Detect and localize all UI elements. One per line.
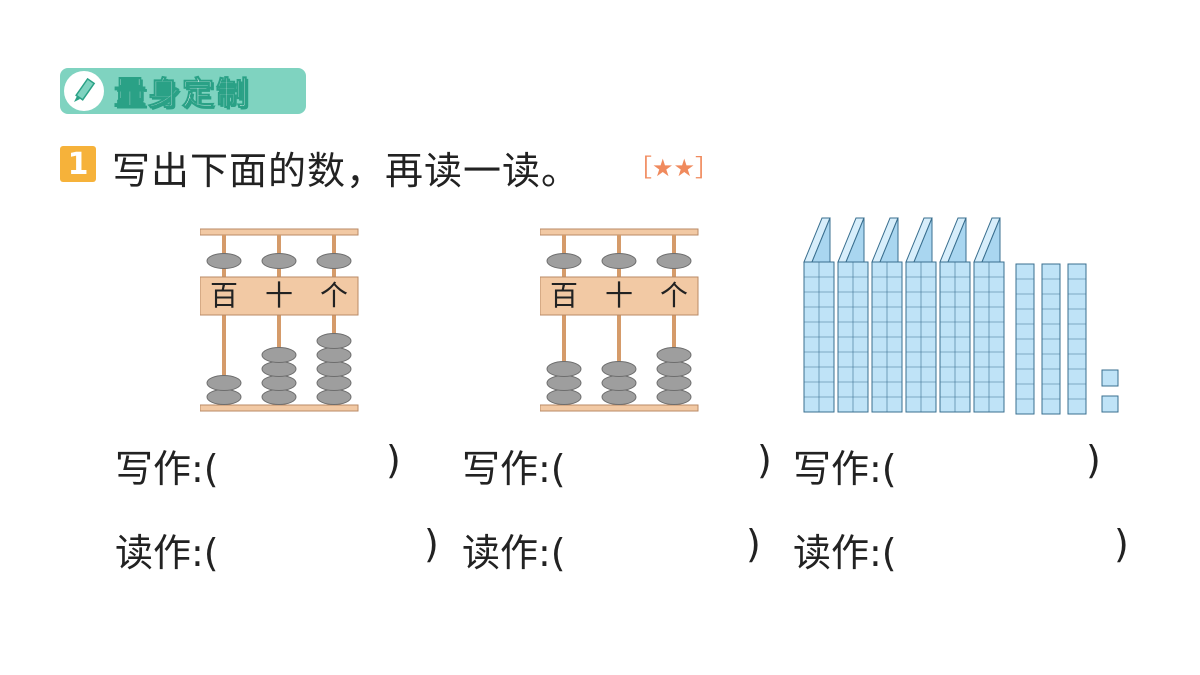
write-label-2: 写作:(: [462, 447, 566, 491]
bead: [316, 333, 352, 349]
bead: [316, 375, 352, 391]
read-label-2: 读作:(: [462, 531, 566, 575]
bead: [546, 253, 582, 269]
ten-rod: [1067, 263, 1087, 415]
label-ones: 个: [320, 279, 348, 312]
read-close-1: ): [424, 522, 439, 566]
label-tens: 十: [605, 279, 633, 312]
label-ones: 个: [660, 279, 688, 312]
difficulty-stars: ［★★］: [628, 154, 720, 182]
write-close-1: ): [386, 438, 401, 482]
bead: [601, 375, 637, 391]
question-number: 1: [60, 146, 96, 182]
badge-title: 量身定制: [113, 74, 251, 113]
ten-rod: [1015, 263, 1035, 415]
write-label-3: 写作:(: [793, 447, 897, 491]
label-hundreds: 百: [210, 279, 238, 312]
bead: [316, 347, 352, 363]
bead: [601, 361, 637, 377]
hundred-flat: [803, 261, 835, 413]
hundred-flat: [905, 261, 937, 413]
read-label-3: 读作:(: [793, 531, 897, 575]
bead: [261, 375, 297, 391]
bead: [601, 253, 637, 269]
hundred-flat: [939, 261, 971, 413]
bead: [316, 361, 352, 377]
bead: [546, 389, 582, 405]
bead: [546, 361, 582, 377]
hundred-flat: [871, 261, 903, 413]
bead: [206, 389, 242, 405]
label-hundreds: 百: [550, 279, 578, 312]
bead: [206, 253, 242, 269]
hundred-flat: [973, 261, 1005, 413]
write-close-2: ): [757, 438, 772, 482]
write-label-1: 写作:(: [115, 447, 219, 491]
question-text: 写出下面的数，再读一读。: [112, 149, 581, 193]
bead: [316, 253, 352, 269]
bead: [316, 389, 352, 405]
section-badge: 量身定制: [60, 68, 306, 114]
bead: [261, 253, 297, 269]
one-cube: [1101, 395, 1119, 413]
ten-rod: [1041, 263, 1061, 415]
read-label-1: 读作:(: [115, 531, 219, 575]
one-cube: [1101, 369, 1119, 387]
hundred-flat: [837, 261, 869, 413]
bead: [656, 389, 692, 405]
bead: [206, 375, 242, 391]
pencil-icon: [64, 71, 104, 111]
bead: [656, 347, 692, 363]
bead: [656, 361, 692, 377]
read-close-3: ): [1114, 522, 1129, 566]
bead: [261, 347, 297, 363]
read-close-2: ): [746, 522, 761, 566]
bead: [656, 253, 692, 269]
bead: [261, 361, 297, 377]
write-close-3: ): [1086, 438, 1101, 482]
abacus-label-bar: [200, 276, 359, 316]
label-tens: 十: [265, 279, 293, 312]
abacus-label-bar: [540, 276, 699, 316]
bead: [261, 389, 297, 405]
bead: [601, 389, 637, 405]
bead: [656, 375, 692, 391]
abacus-1: 百 十 个: [200, 228, 359, 412]
base-ten-blocks: [803, 217, 1119, 415]
abacus-2: 百 十 个: [540, 228, 699, 412]
bead: [546, 375, 582, 391]
